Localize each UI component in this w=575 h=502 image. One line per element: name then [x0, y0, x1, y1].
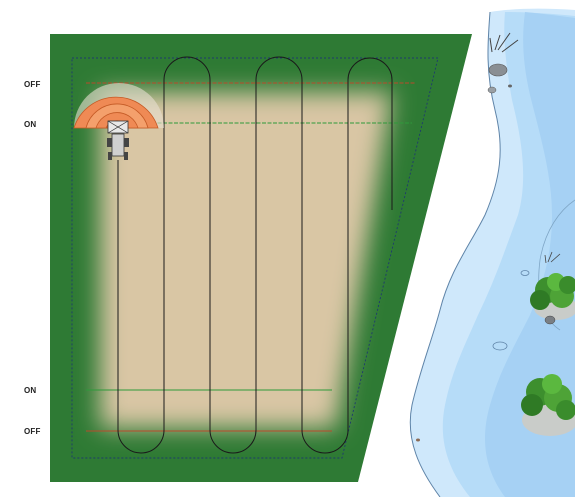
label-bottom-off: OFF [24, 427, 41, 436]
label-bottom-on: ON [24, 386, 36, 395]
label-top-off: OFF [24, 80, 41, 89]
label-top-on: ON [24, 120, 36, 129]
